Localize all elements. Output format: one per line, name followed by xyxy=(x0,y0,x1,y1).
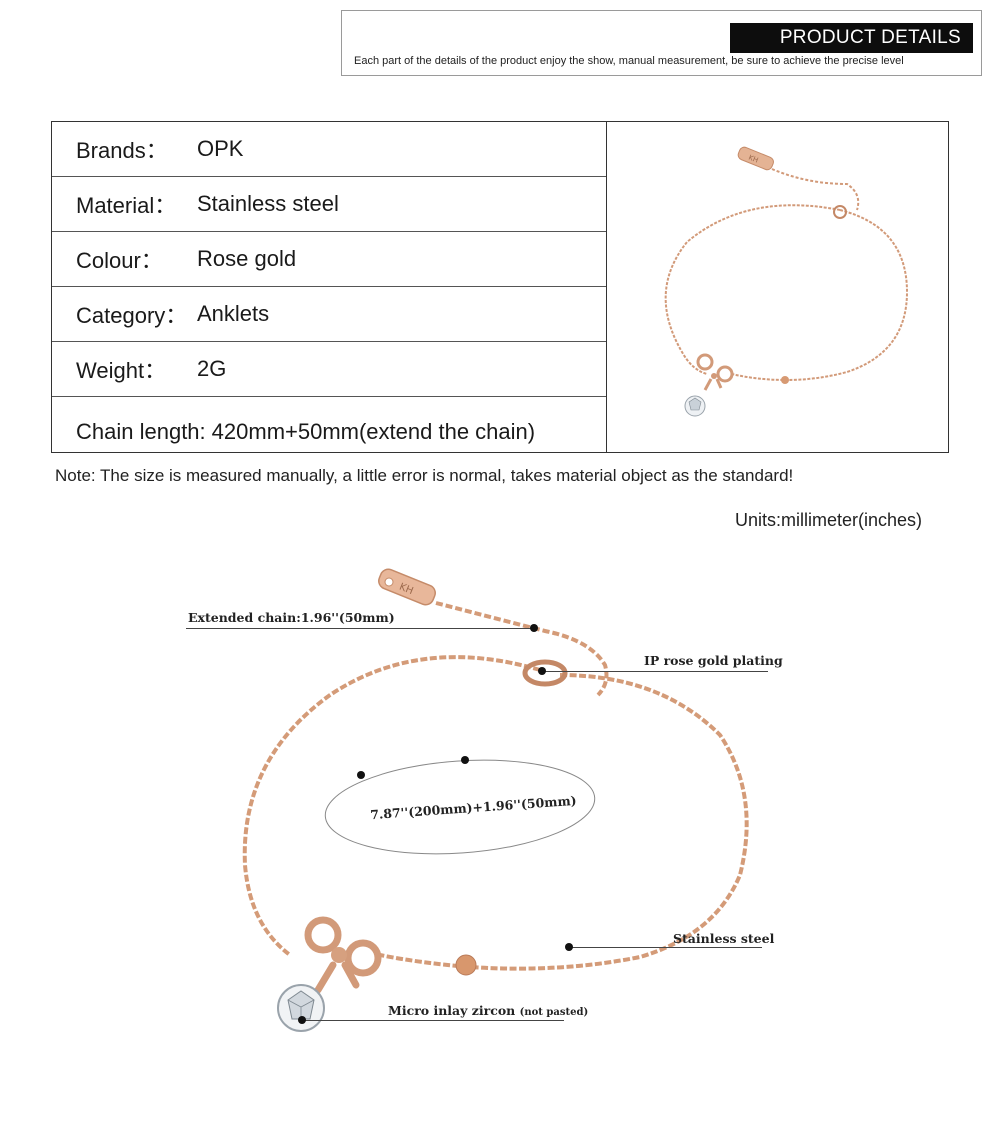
spec-row-brand: Brands： OPK xyxy=(52,122,606,177)
measurement-note: Note: The size is measured manually, a l… xyxy=(55,466,794,485)
callout-line xyxy=(569,947,762,948)
anklet-thumbnail-image: KH xyxy=(664,146,909,417)
spec-panel: Brands： OPK Material： Stainless steel Co… xyxy=(51,121,949,453)
plating-callout: IP rose gold plating xyxy=(644,653,783,668)
spec-value: OPK xyxy=(197,136,244,161)
bow-pendant-icon xyxy=(304,916,382,994)
spec-label: Chain length: xyxy=(76,419,206,444)
extended-chain-callout: Extended chain:1.96''(50mm) xyxy=(188,610,395,625)
spec-row-weight: Weight： 2G xyxy=(52,342,606,397)
anklet-large-image: KH xyxy=(242,568,749,1032)
callout-line xyxy=(542,671,768,672)
spec-value: 420mm+50mm(extend the chain) xyxy=(211,419,536,444)
callout-dot xyxy=(538,667,546,675)
spec-row-category: Category： Anklets xyxy=(52,287,606,342)
spec-label: Material： xyxy=(76,193,177,218)
spec-value: 2G xyxy=(197,356,227,381)
bow-pendant-icon xyxy=(696,353,734,391)
units-label: Units:millimeter(inches) xyxy=(734,510,922,530)
callout-dot xyxy=(530,624,538,632)
svg-text:KH: KH xyxy=(398,582,415,597)
zircon-stone-icon xyxy=(277,984,325,1032)
spec-row-material: Material： Stainless steel xyxy=(52,177,606,232)
spec-value: Rose gold xyxy=(197,246,297,271)
tag-icon: KH xyxy=(737,146,774,171)
callout-line xyxy=(302,1020,564,1021)
spec-row-chain-length: Chain length: 420mm+50mm(extend the chai… xyxy=(52,397,606,457)
callout-dot xyxy=(298,1016,306,1024)
stainless-steel-callout: Stainless steel xyxy=(673,931,775,946)
spec-label: Brands： xyxy=(76,138,168,163)
length-measure-ring xyxy=(324,756,596,855)
spec-label: Colour： xyxy=(76,248,163,273)
zircon-callout-label: Micro inlay zircon xyxy=(388,1003,516,1018)
tag-icon: KH xyxy=(378,568,436,606)
spec-row-colour: Colour： Rose gold xyxy=(52,232,606,287)
zircon-callout: Micro inlay zircon (not pasted) xyxy=(388,1003,588,1018)
zircon-stone-icon xyxy=(684,395,706,417)
svg-text:KH: KH xyxy=(747,154,759,165)
product-details-header: PRODUCT DETAILS Each part of the details… xyxy=(341,10,982,76)
spec-table: Brands： OPK Material： Stainless steel Co… xyxy=(52,122,607,452)
spec-value: Anklets xyxy=(197,301,270,326)
spec-value: Stainless steel xyxy=(197,191,339,216)
callout-dot xyxy=(565,943,573,951)
anklet-diagram: KH Extend xyxy=(0,545,1000,1137)
spec-label: Category： xyxy=(76,303,188,328)
zircon-callout-note: (not pasted) xyxy=(519,1007,589,1018)
lobster-clasp-icon xyxy=(522,659,568,687)
header-subtitle: Each part of the details of the product … xyxy=(354,55,904,67)
spec-label: Weight： xyxy=(76,358,167,383)
callout-line xyxy=(186,628,534,629)
header-title: PRODUCT DETAILS xyxy=(730,23,973,53)
product-thumbnail: KH xyxy=(607,122,948,452)
